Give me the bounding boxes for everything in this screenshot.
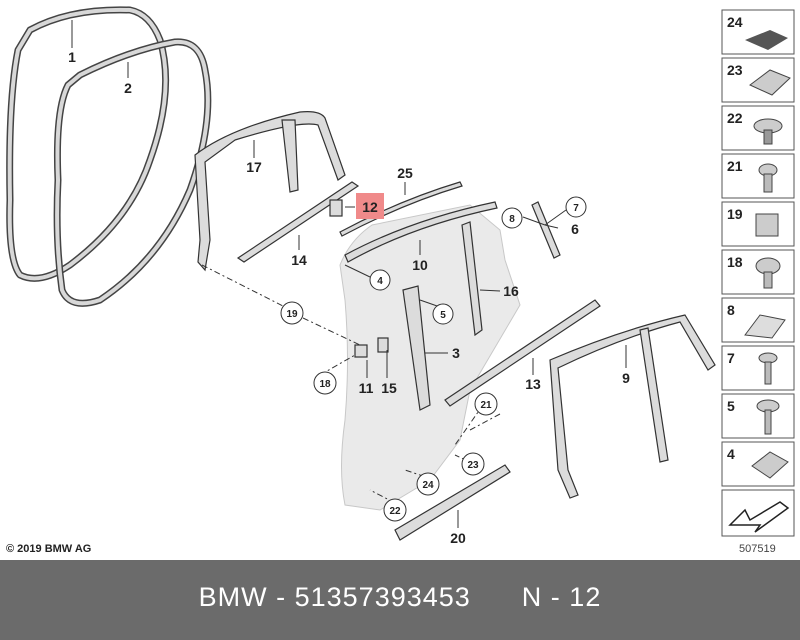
callout-20: 20 — [450, 530, 466, 546]
callout-8: 8 — [509, 214, 515, 225]
side-item-22: 22 — [721, 105, 795, 151]
callout-22: 22 — [389, 506, 401, 517]
side-item-4: 4 — [721, 441, 795, 487]
side-item-19: 19 — [721, 201, 795, 247]
side-item-7: 7 — [721, 345, 795, 391]
callout-8-circle — [501, 207, 523, 229]
side-item-8: 8 — [721, 297, 795, 343]
footer-bar: BMW - 51357393453 N - 12 — [0, 560, 800, 640]
callout-13: 13 — [525, 376, 541, 392]
side-item-24: 24 — [721, 9, 795, 55]
callout-3: 3 — [452, 345, 460, 361]
side-label-19: 19 — [727, 206, 743, 222]
side-item-21: 21 — [721, 153, 795, 199]
side-label-18: 18 — [727, 254, 743, 270]
callout-22-circle — [383, 498, 407, 522]
callout-18: 18 — [319, 379, 331, 390]
callout-24-circle — [416, 472, 440, 496]
callout-10: 10 — [412, 257, 428, 273]
part-20-strip — [394, 464, 511, 541]
part-16-pillar — [461, 221, 483, 337]
callout-23: 23 — [467, 460, 479, 471]
part-10-strip — [344, 201, 498, 263]
seal-2 — [53, 38, 212, 307]
callout-23-circle — [461, 452, 485, 476]
callout-11: 11 — [359, 380, 374, 396]
side-panel: 24 23 22 21 19 18 — [721, 9, 795, 537]
side-label-21: 21 — [727, 158, 743, 174]
part-6-strip — [531, 201, 561, 259]
side-label-5: 5 — [727, 398, 735, 414]
callout-2: 2 — [124, 80, 132, 96]
part-15 — [377, 337, 389, 353]
callout-9: 9 — [622, 370, 630, 386]
side-label-23: 23 — [727, 62, 743, 78]
callout-5: 5 — [440, 310, 446, 321]
part-11 — [354, 344, 368, 358]
callout-6: 6 — [571, 221, 579, 237]
part-14-strip — [236, 181, 360, 263]
side-label-24: 24 — [727, 14, 743, 30]
callout-4-circle — [369, 269, 391, 291]
callout-4: 4 — [377, 276, 383, 287]
part-9-frame — [549, 314, 716, 499]
callout-19-circle — [280, 301, 304, 325]
side-item-18: 18 — [721, 249, 795, 295]
arrow-icon — [728, 501, 790, 533]
parts-diagram: 1 2 17 25 12 14 8 7 6 10 4 16 5 19 3 13 … — [6, 6, 795, 546]
callout-16: 16 — [503, 283, 519, 299]
part-number-footer: BMW - 51357393453 N - 12 — [198, 582, 602, 612]
leader-lines — [71, 20, 627, 528]
callout-7-circle — [565, 196, 587, 218]
side-item-arrow — [721, 489, 795, 537]
callout-1: 1 — [68, 49, 76, 65]
callout-21-circle — [474, 392, 498, 416]
side-item-5: 5 — [721, 393, 795, 439]
callout-12-highlight: 12 — [356, 193, 384, 219]
callout-14: 14 — [291, 252, 307, 268]
callout-5-circle — [432, 303, 454, 325]
part-17-frame — [194, 111, 346, 272]
callout-25: 25 — [397, 165, 413, 181]
drawing-number: 507519 — [739, 543, 776, 555]
part-13-strip — [444, 299, 601, 407]
part-12-clip — [329, 199, 343, 217]
side-label-8: 8 — [727, 302, 735, 318]
callout-21: 21 — [480, 400, 492, 411]
side-label-7: 7 — [727, 350, 735, 366]
callout-7: 7 — [573, 203, 579, 214]
side-item-23: 23 — [721, 57, 795, 103]
side-label-22: 22 — [727, 110, 743, 126]
callout-15: 15 — [381, 380, 397, 396]
callout-18-circle — [313, 371, 337, 395]
side-label-4: 4 — [727, 446, 735, 462]
part-5-pillar — [402, 285, 431, 411]
callout-19: 19 — [286, 309, 298, 320]
callout-12: 12 — [362, 199, 378, 215]
callout-17: 17 — [246, 159, 262, 175]
copyright: © 2019 BMW AG — [6, 543, 92, 555]
callout-24: 24 — [422, 480, 434, 491]
seal-1 — [6, 6, 170, 282]
